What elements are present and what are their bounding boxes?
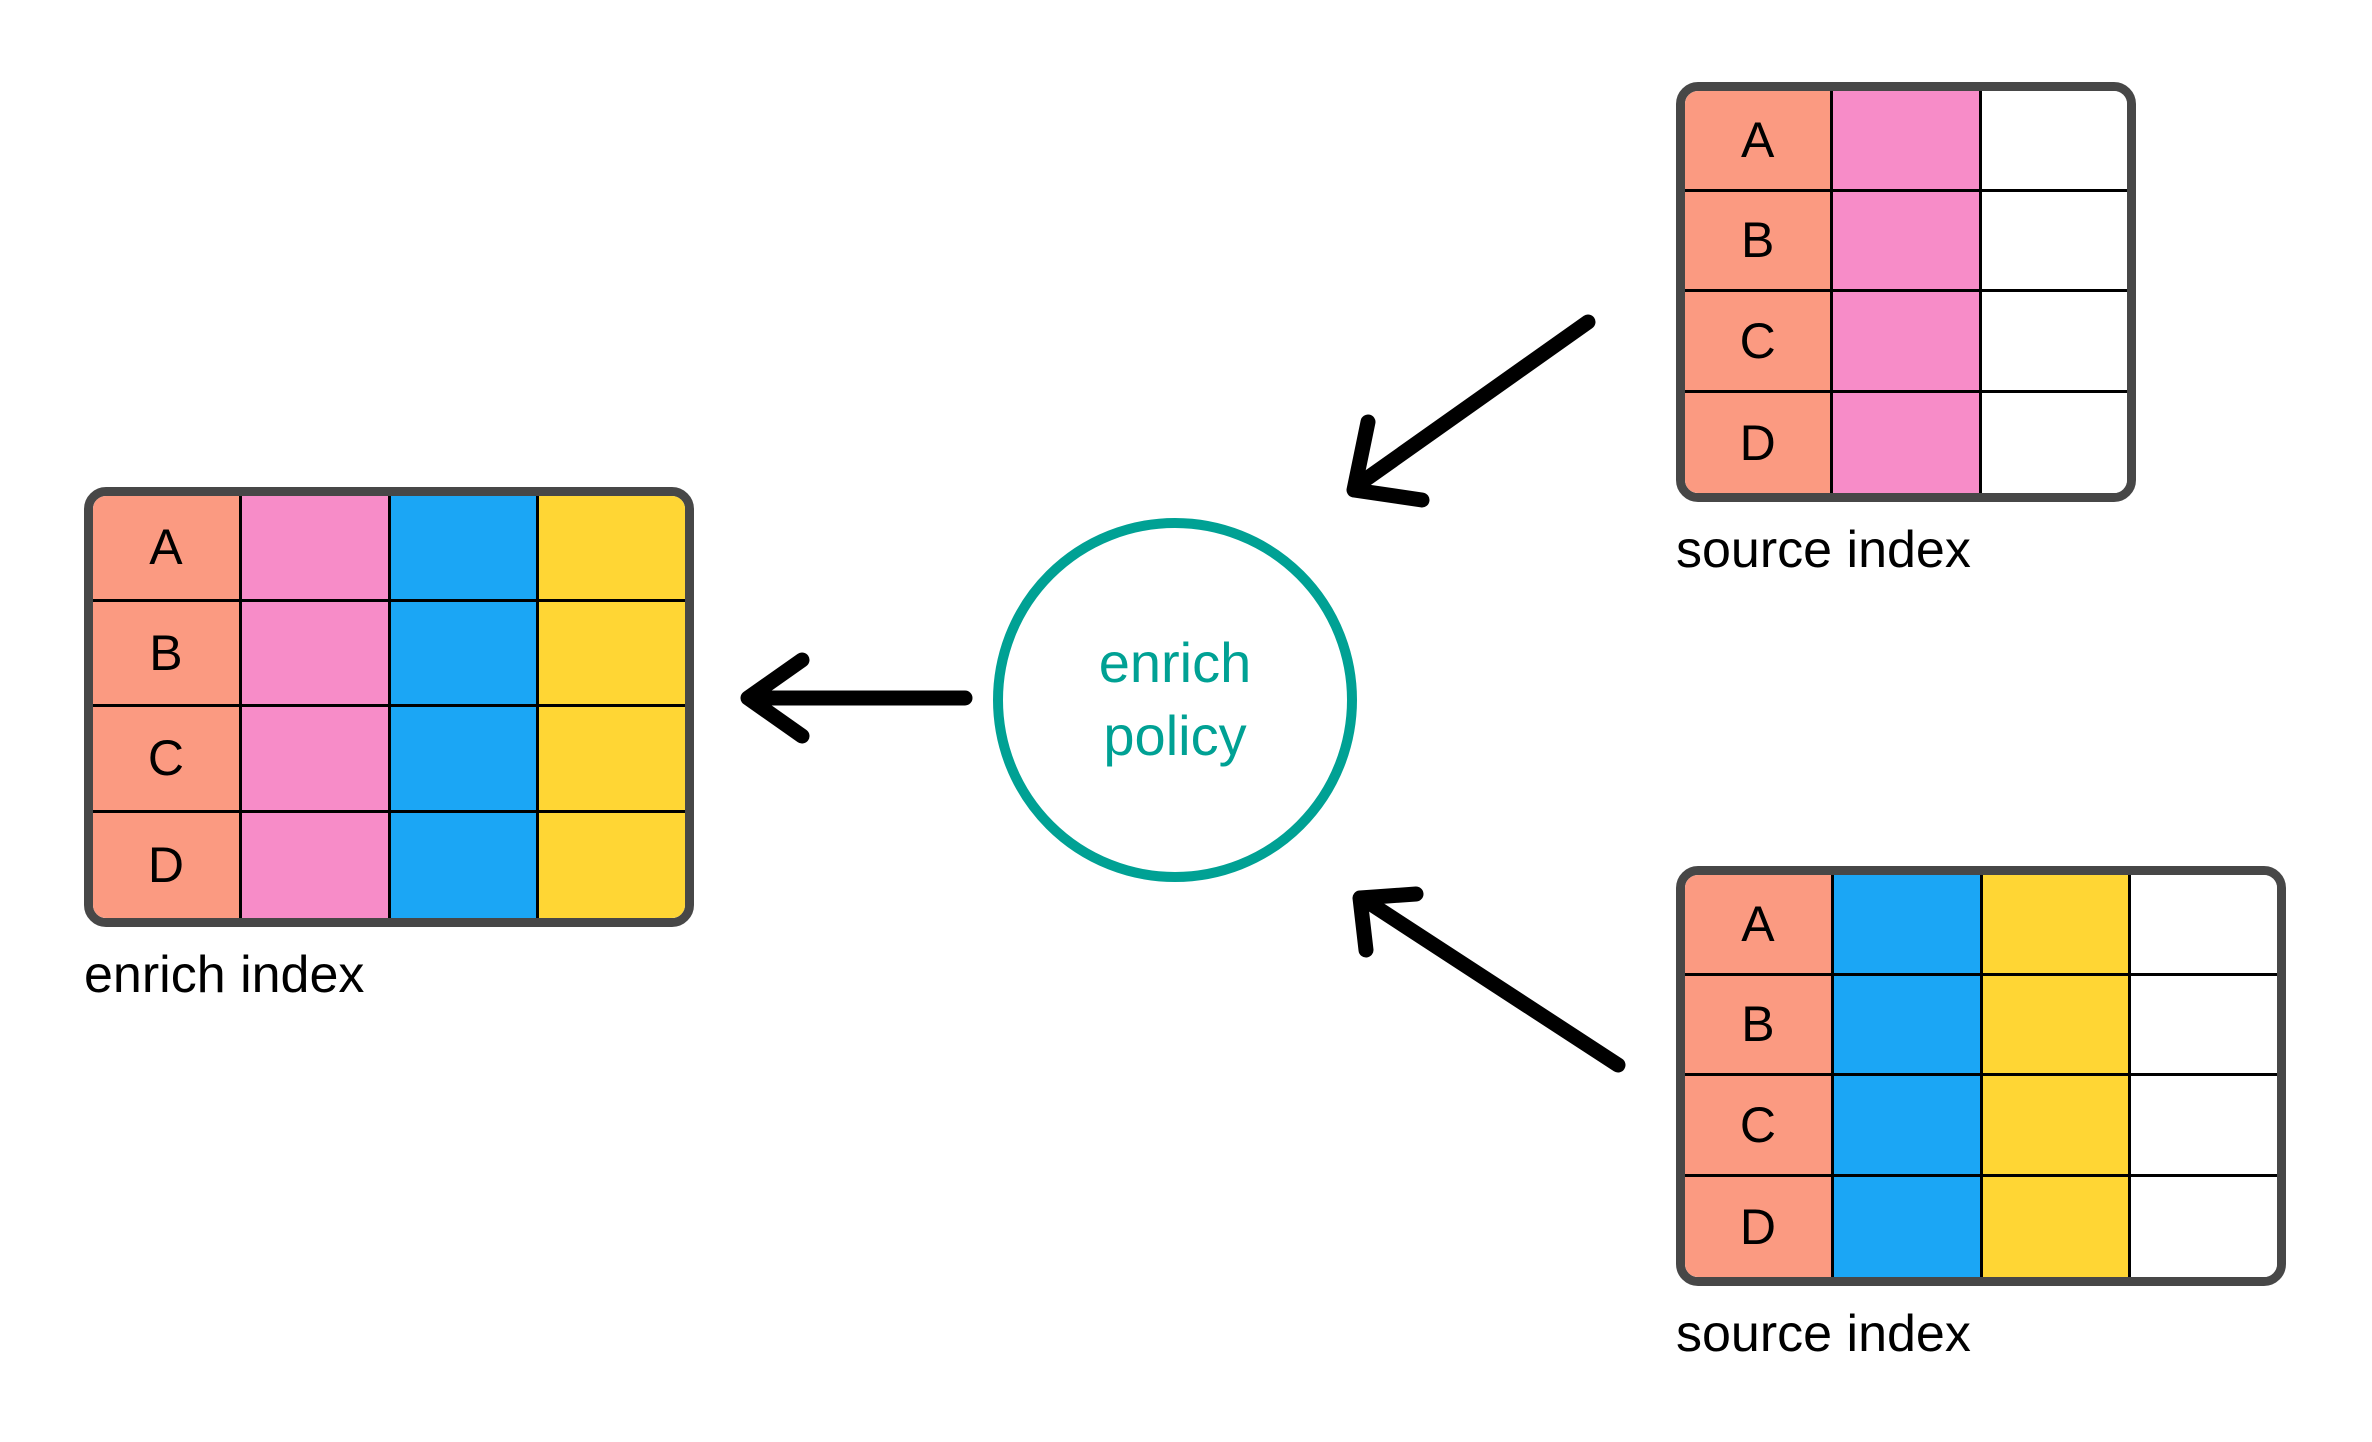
table-row: C (1685, 1076, 2277, 1177)
source-top-cell-key-d: D (1685, 392, 1834, 493)
row-key-label: A (1741, 895, 1775, 952)
row-key-label: C (1739, 1096, 1776, 1153)
source-index-top-block: A B C D (1676, 82, 2136, 580)
source-bottom-cell-yellow-a (1982, 875, 2132, 976)
source-bottom-cell-empty-c (2131, 1076, 2277, 1177)
enrich-cell-pink-d (241, 812, 391, 918)
enrich-cell-pink-b (241, 601, 391, 707)
enrich-cell-key-c: C (93, 707, 242, 813)
enrich-policy-node: enrich policy (993, 518, 1357, 882)
enrich-cell-yellow-a (539, 496, 685, 602)
enrich-index-block: A B C (84, 487, 694, 1005)
enrich-cell-blue-a (390, 496, 540, 602)
arrow-policy-to-enrich-index (740, 652, 973, 744)
table-row: A (1685, 91, 2127, 192)
source-bottom-cell-empty-a (2131, 875, 2277, 976)
row-key-label: D (1739, 414, 1776, 471)
row-key-label: B (1741, 996, 1775, 1053)
source-bottom-cell-yellow-b (1982, 975, 2132, 1076)
source-bottom-cell-key-c: C (1685, 1076, 1834, 1177)
table-row: B (93, 601, 685, 707)
source-bottom-cell-blue-b (1833, 975, 1983, 1076)
source-bottom-cell-key-b: B (1685, 975, 1834, 1076)
table-row: B (1685, 975, 2277, 1076)
table-row: D (1685, 392, 2127, 493)
row-key-label: A (149, 519, 183, 576)
enrich-cell-blue-c (390, 707, 540, 813)
table-row: C (1685, 292, 2127, 393)
source-bottom-cell-key-d: D (1685, 1176, 1834, 1277)
source-index-bottom-table: A B C (1676, 866, 2286, 1286)
source-index-top-label: source index (1676, 521, 1971, 579)
source-bottom-cell-blue-d (1833, 1176, 1983, 1277)
source-index-bottom-block: A B C (1676, 866, 2286, 1364)
enrich-cell-pink-a (241, 496, 391, 602)
source-top-cell-empty-c (1981, 292, 2127, 393)
row-key-label: D (147, 837, 184, 894)
table-row: B (1685, 191, 2127, 292)
source-top-cell-key-b: B (1685, 191, 1834, 292)
source-bottom-cell-empty-d (2131, 1176, 2277, 1277)
row-key-label: C (1739, 312, 1776, 369)
row-key-label: C (147, 730, 184, 787)
enrich-cell-blue-d (390, 812, 540, 918)
enrich-cell-blue-b (390, 601, 540, 707)
table-row: A (93, 496, 685, 602)
enrich-cell-key-a: A (93, 496, 242, 602)
source-bottom-cell-empty-b (2131, 975, 2277, 1076)
source-index-bottom-label: source index (1676, 1305, 1971, 1363)
source-top-cell-key-c: C (1685, 292, 1834, 393)
enrich-index-label: enrich index (84, 946, 365, 1004)
enrich-cell-yellow-d (539, 812, 685, 918)
source-top-cell-empty-d (1981, 392, 2127, 493)
enrich-cell-yellow-b (539, 601, 685, 707)
row-key-label: D (1739, 1198, 1776, 1255)
row-key-label: B (149, 624, 183, 681)
source-bottom-cell-blue-c (1833, 1076, 1983, 1177)
source-bottom-cell-yellow-c (1982, 1076, 2132, 1177)
source-top-cell-pink-d (1833, 392, 1982, 493)
enrich-policy-line1: enrich (1098, 631, 1252, 695)
source-bottom-cell-key-a: A (1685, 875, 1834, 976)
table-row: D (1685, 1176, 2277, 1277)
source-bottom-cell-blue-a (1833, 875, 1983, 976)
source-top-cell-empty-a (1981, 91, 2127, 192)
enrich-index-table: A B C (84, 487, 694, 927)
table-row: A (1685, 875, 2277, 976)
enrich-cell-pink-c (241, 707, 391, 813)
source-top-cell-pink-c (1833, 292, 1982, 393)
arrow-top-source-to-policy (1346, 314, 1596, 508)
table-row: D (93, 812, 685, 918)
source-top-cell-empty-b (1981, 191, 2127, 292)
table-row: C (93, 707, 685, 813)
enrich-cell-yellow-c (539, 707, 685, 813)
enrich-cell-key-b: B (93, 601, 242, 707)
source-top-cell-pink-a (1833, 91, 1982, 192)
source-top-cell-pink-b (1833, 191, 1982, 292)
enrich-cell-key-d: D (93, 812, 242, 918)
row-key-label: B (1740, 212, 1775, 269)
source-index-top-table: A B C D (1676, 82, 2136, 502)
source-bottom-cell-yellow-d (1982, 1176, 2132, 1277)
enrich-policy-line2: policy (1103, 704, 1247, 767)
row-key-label: A (1740, 111, 1775, 168)
source-top-cell-key-a: A (1685, 91, 1834, 192)
arrow-bottom-source-to-policy (1352, 886, 1626, 1073)
